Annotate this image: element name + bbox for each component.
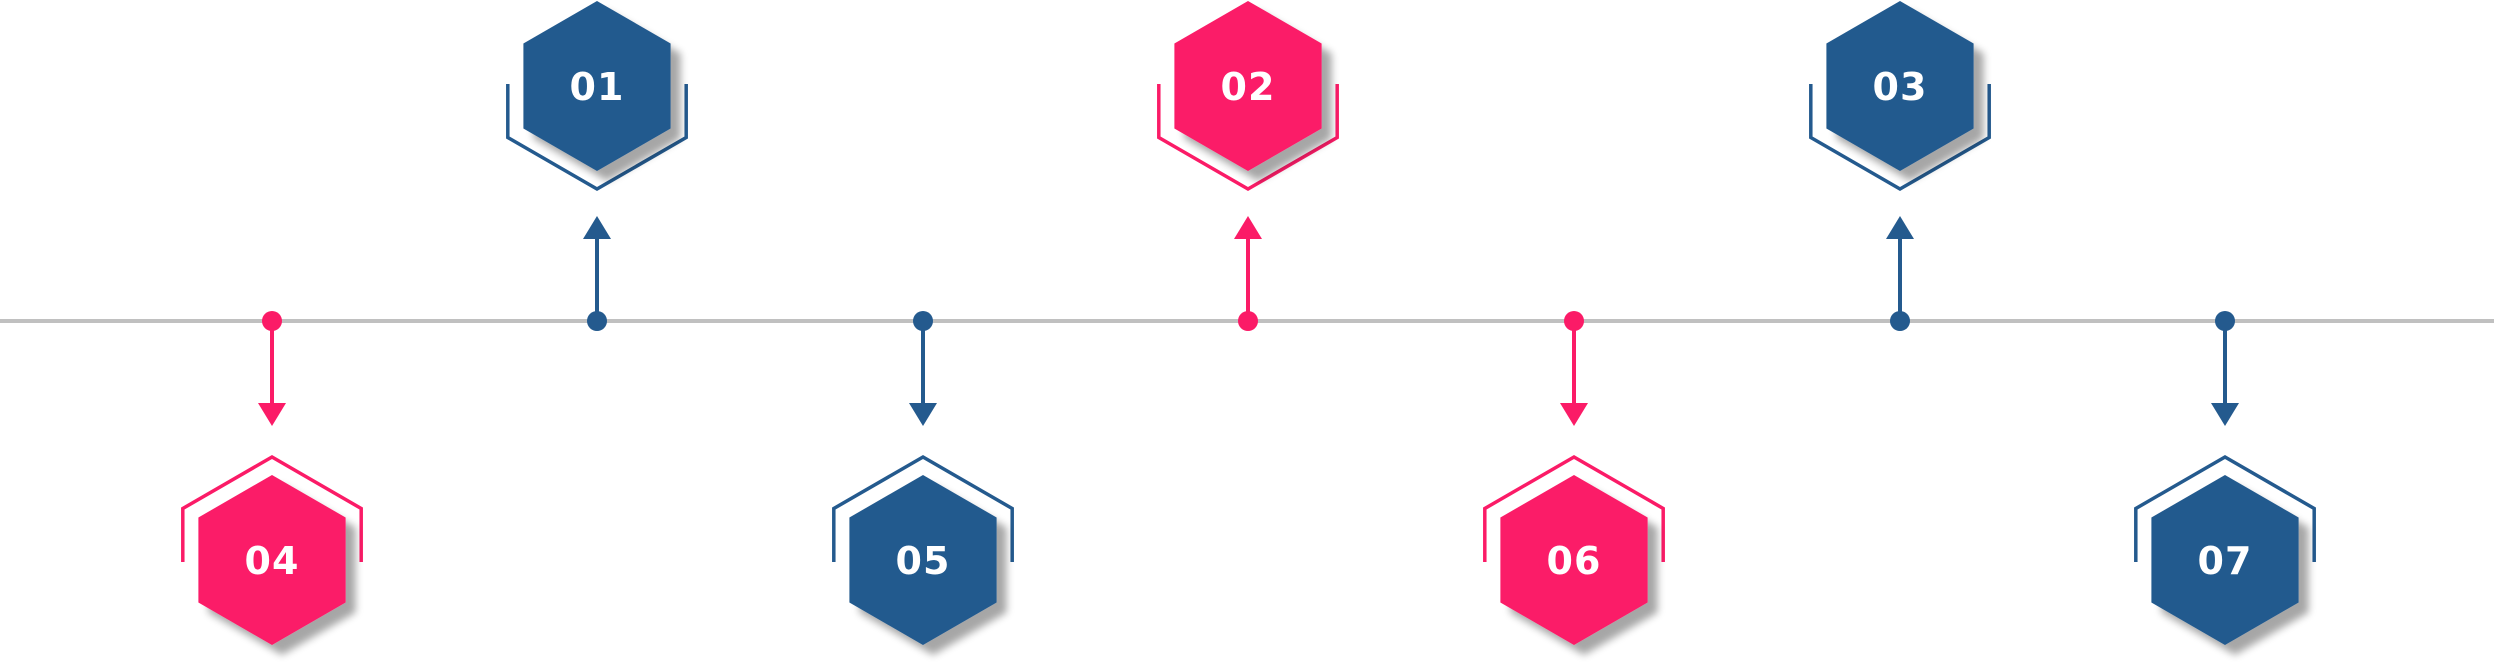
step-hexagon [849, 475, 997, 645]
arrow-head-icon [1886, 216, 1914, 239]
step-bracket [1483, 454, 1665, 562]
step-hexagon [198, 475, 346, 645]
step-number: 04 [245, 539, 300, 583]
step-05: 05 [832, 311, 1014, 645]
step-hexagon [523, 1, 671, 171]
arrow-head-icon [583, 216, 611, 239]
step-hexagon [1174, 1, 1322, 171]
step-06: 06 [1483, 311, 1665, 645]
step-03: 03 [1809, 1, 1991, 331]
step-hexagon [1500, 475, 1648, 645]
step-number: 05 [896, 539, 951, 583]
arrow-head-icon [1560, 403, 1588, 426]
step-number: 07 [2198, 539, 2253, 583]
step-bracket [832, 454, 1014, 562]
step-number: 01 [570, 65, 625, 109]
arrow-head-icon [2211, 403, 2239, 426]
step-number: 06 [1547, 539, 1602, 583]
arrow-head-icon [258, 403, 286, 426]
arrow-head-icon [909, 403, 937, 426]
step-hexagon [2151, 475, 2299, 645]
step-07: 07 [2134, 311, 2316, 645]
step-02: 02 [1157, 1, 1339, 331]
step-number: 03 [1873, 65, 1928, 109]
step-01: 01 [506, 1, 688, 331]
steps-layer: 01 02 03 04 05 06 07 [181, 1, 2316, 645]
step-bracket [181, 454, 363, 562]
arrow-head-icon [1234, 216, 1262, 239]
step-bracket [1157, 84, 1339, 192]
step-hexagon [1826, 1, 1974, 171]
step-bracket [506, 84, 688, 192]
step-bracket [2134, 454, 2316, 562]
step-bracket [1809, 84, 1991, 192]
step-04: 04 [181, 311, 363, 645]
step-number: 02 [1221, 65, 1276, 109]
